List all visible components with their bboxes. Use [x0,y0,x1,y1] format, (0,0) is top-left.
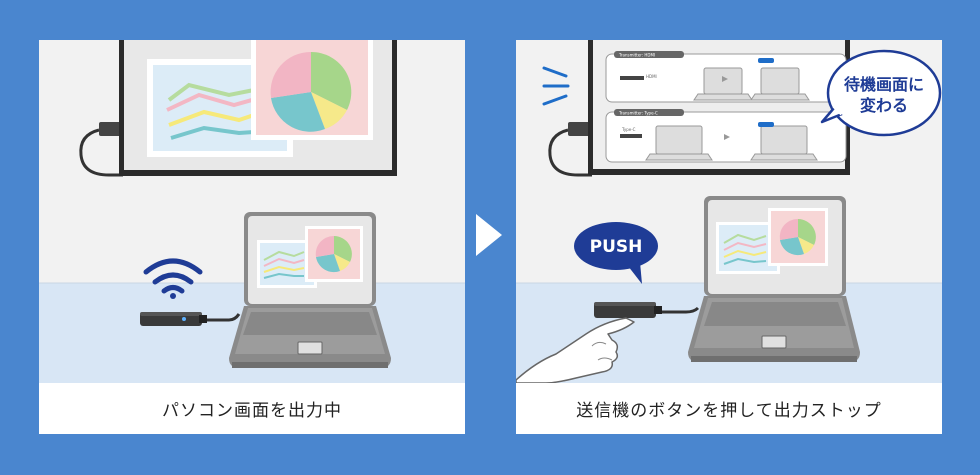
wireless-transmitter [594,302,700,318]
laptop [229,212,391,368]
caption-box-outputting: パソコン画面を出力中 [39,383,465,434]
hand-icon [516,317,635,383]
panel-outputting: パソコン画面を出力中 [39,40,465,434]
push-label: PUSH [590,237,643,257]
push-bubble: PUSH [574,222,658,284]
bubble-line2: 変わる [860,96,908,115]
bubble-line1: 待機画面に [844,75,924,94]
scene-outputting [39,40,465,383]
standby-section-hdmi: Transmitter: HDMI [618,53,655,58]
monitor-standby: Transmitter: HDMI HDMI Transmitter: Type… [588,40,850,175]
monitor-cable [79,128,123,177]
caption-outputting: パソコン画面を出力中 [162,401,342,421]
speech-bubble: 待機画面に 変わる [820,49,942,137]
standby-section-typec: Transmitter: Type-C [618,111,658,116]
caption-box-stopped: 送信機のボタンを押して出力ストップ [516,383,942,434]
monitor [119,40,397,176]
motion-lines-icon [542,66,570,106]
arrow-right-icon [476,214,502,256]
standby-typec-label: Type-C [621,127,636,132]
standby-hdmi-label: HDMI [646,74,657,79]
laptop [688,196,860,362]
pie-chart-icon [270,51,352,132]
caption-stopped: 送信機のボタンを押して出力ストップ [576,401,882,421]
panel-stopped: Transmitter: HDMI HDMI Transmitter: Type… [516,40,942,434]
monitor-plug [99,122,123,136]
wireless-transmitter [140,312,241,326]
wifi-icon [143,258,203,294]
scene-stopped: Transmitter: HDMI HDMI Transmitter: Type… [516,40,942,383]
